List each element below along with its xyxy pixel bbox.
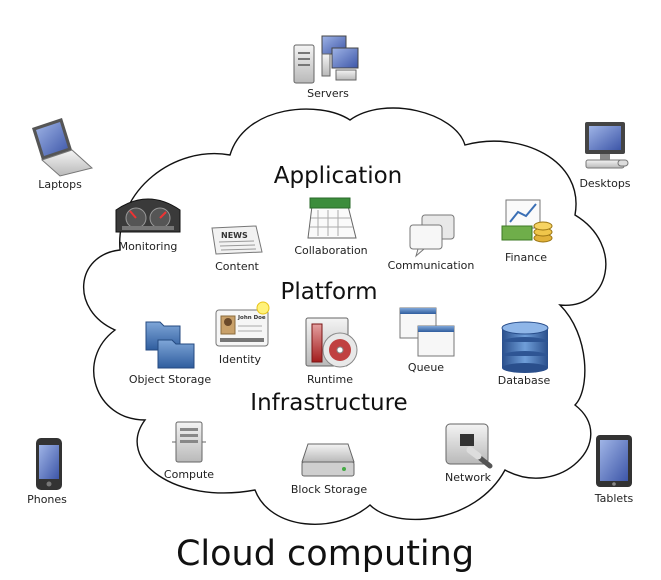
label-content: Content: [215, 260, 259, 273]
layer-platform: Platform: [280, 279, 378, 305]
label-tablets: Tablets: [594, 492, 634, 505]
label-phones: Phones: [27, 493, 67, 506]
id-card-icon: John Doe: [215, 301, 270, 347]
monitoring-gauge-icon: [115, 198, 181, 233]
hard-drive-icon: [301, 443, 355, 477]
label-collaboration: Collaboration: [294, 244, 368, 257]
cloud-shape: [82, 107, 607, 525]
speech-bubbles-icon: [409, 214, 455, 258]
laptop-icon: [32, 118, 94, 177]
database-icon: [501, 321, 549, 373]
compute-tower-icon: [172, 421, 206, 463]
label-object-storage: Object Storage: [128, 373, 212, 386]
layer-application: Application: [273, 163, 403, 189]
servers-icon: [293, 35, 359, 84]
network-jack-icon: [445, 423, 493, 469]
label-block-storage: Block Storage: [290, 483, 368, 496]
folders-icon: [145, 321, 195, 369]
label-communication: Communication: [387, 259, 475, 272]
news-label: NEWS: [221, 231, 248, 240]
queue-windows-icon: [399, 307, 455, 357]
label-runtime: Runtime: [307, 373, 353, 386]
diagram-title: Cloud computing: [175, 534, 475, 574]
label-desktops: Desktops: [579, 177, 631, 190]
runtime-disc-icon: [305, 317, 358, 368]
label-database: Database: [497, 374, 551, 387]
label-network: Network: [445, 471, 491, 484]
label-queue: Queue: [407, 361, 445, 374]
layer-infrastructure: Infrastructure: [250, 390, 408, 416]
id-card-name: John Doe: [237, 315, 266, 321]
label-finance: Finance: [504, 251, 548, 264]
label-identity: Identity: [218, 353, 262, 366]
finance-icon: [501, 199, 553, 243]
label-compute: Compute: [163, 468, 215, 481]
label-laptops: Laptops: [38, 178, 82, 191]
calendar-icon: [307, 197, 357, 239]
tablet-icon: [596, 435, 632, 487]
label-servers: Servers: [307, 87, 349, 100]
desktop-icon: [585, 122, 629, 169]
phone-icon: [36, 438, 62, 490]
newspaper-icon: NEWS: [211, 225, 263, 255]
label-monitoring: Monitoring: [118, 240, 178, 253]
